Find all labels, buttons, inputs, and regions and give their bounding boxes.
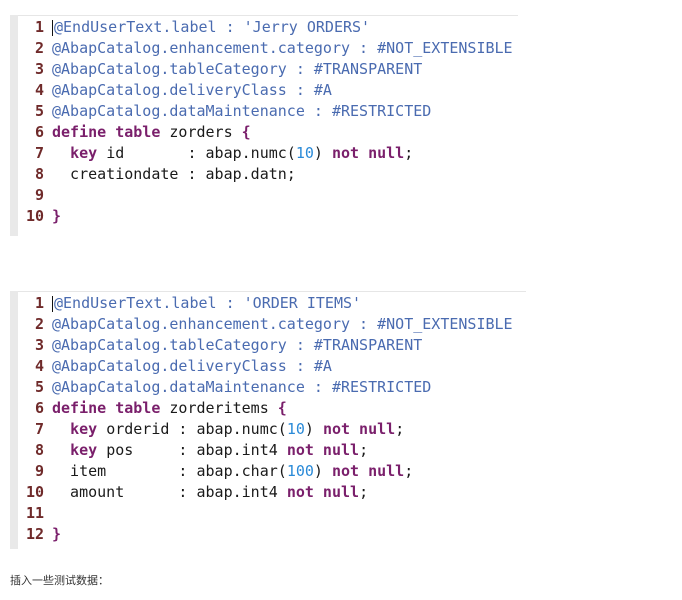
line-number: 10 — [25, 483, 44, 501]
code-line[interactable]: 6 define table zorders { — [10, 122, 251, 143]
code-line[interactable]: 8 key pos : abap.int4 not null; — [10, 440, 368, 461]
code-editor-orders[interactable]: 1 @EndUserText.label : 'Jerry ORDERS' 2 @Ab… — [10, 15, 518, 236]
line-number: 7 — [34, 144, 44, 162]
code-token: define table — [52, 123, 170, 141]
line-number: 8 — [34, 441, 44, 459]
line-number: 6 — [34, 399, 44, 417]
code-token: id : abap.numc( — [106, 144, 296, 162]
code-token: ) — [304, 420, 323, 438]
code-line[interactable]: 1 @EndUserText.label : 'Jerry ORDERS' — [10, 17, 370, 38]
code-token: key — [70, 420, 107, 438]
code-line[interactable]: 9 — [10, 185, 52, 206]
code-token: item : abap.char( — [52, 462, 287, 480]
line-number: 2 — [34, 39, 44, 57]
line-number: 10 — [25, 207, 44, 225]
code-token: not null — [331, 144, 405, 162]
code-line[interactable]: 5 @AbapCatalog.dataMaintenance : #RESTRIC… — [10, 377, 431, 398]
code-line[interactable]: 12} — [10, 524, 61, 545]
text-cursor — [52, 295, 53, 312]
code-line[interactable]: 9 item : abap.char(100) not null; — [10, 461, 413, 482]
line-number: 3 — [34, 60, 44, 78]
code-line[interactable]: 8 creationdate : abap.datn; — [10, 164, 296, 185]
code-token: ; — [404, 144, 414, 162]
code-token: @AbapCatalog.deliveryClass : #A — [52, 357, 332, 375]
code-token: } — [52, 525, 62, 543]
code-token: { — [241, 123, 251, 141]
code-token: @AbapCatalog.dataMaintenance : #RESTRICT… — [52, 102, 432, 120]
code-token: key — [70, 441, 107, 459]
code-line[interactable]: 5 @AbapCatalog.dataMaintenance : #RESTRIC… — [10, 101, 431, 122]
code-line[interactable]: 4 @AbapCatalog.deliveryClass : #A — [10, 80, 332, 101]
code-token: @AbapCatalog.deliveryClass : #A — [52, 81, 332, 99]
line-number: 6 — [34, 123, 44, 141]
line-number: 5 — [34, 102, 44, 120]
code-line[interactable]: 6 define table zorderitems { — [10, 398, 287, 419]
code-token: ) — [313, 462, 332, 480]
code-token: creationdate : abap.datn; — [52, 165, 296, 183]
code-token: zorderitems — [169, 399, 278, 417]
line-number: 11 — [25, 504, 44, 522]
line-number: 4 — [34, 357, 44, 375]
code-line[interactable]: 11 — [10, 503, 52, 524]
code-token: } — [52, 207, 62, 225]
code-token: define table — [52, 399, 170, 417]
code-token: @EndUserText.label : 'ORDER ITEMS' — [54, 294, 362, 312]
code-token: not null — [331, 462, 405, 480]
code-line[interactable]: 4 @AbapCatalog.deliveryClass : #A — [10, 356, 332, 377]
code-token: pos : abap.int4 — [106, 441, 287, 459]
text-cursor — [52, 19, 53, 36]
code-token: 10 — [286, 420, 305, 438]
code-line[interactable]: 2 @AbapCatalog.enhancement.category : #NO… — [10, 314, 513, 335]
code-token: 100 — [286, 462, 314, 480]
code-token: @AbapCatalog.enhancement.category : #NOT… — [52, 39, 513, 57]
line-number: 3 — [34, 336, 44, 354]
code-token: @AbapCatalog.dataMaintenance : #RESTRICT… — [52, 378, 432, 396]
code-line[interactable]: 3 @AbapCatalog.tableCategory : #TRANSPARE… — [10, 59, 422, 80]
code-line[interactable]: 2 @AbapCatalog.enhancement.category : #NO… — [10, 38, 513, 59]
editor-gutter — [10, 15, 18, 236]
line-number: 4 — [34, 81, 44, 99]
line-number: 9 — [34, 462, 44, 480]
code-line[interactable]: 1 @EndUserText.label : 'ORDER ITEMS' — [10, 293, 361, 314]
code-editor-orderitems[interactable]: 1 @EndUserText.label : 'ORDER ITEMS' 2 @Aba… — [10, 291, 526, 549]
code-token: not null — [286, 483, 360, 501]
code-line[interactable]: 10 amount : abap.int4 not null; — [10, 482, 368, 503]
code-token: ; — [359, 441, 369, 459]
line-number: 5 — [34, 378, 44, 396]
code-line[interactable]: 7 key orderid : abap.numc(10) not null; — [10, 419, 404, 440]
code-token: @AbapCatalog.enhancement.category : #NOT… — [52, 315, 513, 333]
line-number: 8 — [34, 165, 44, 183]
line-number: 1 — [34, 18, 44, 36]
line-number: 7 — [34, 420, 44, 438]
caption-text: 插入一些测试数据： — [10, 574, 109, 587]
code-token: orderid : abap.numc( — [106, 420, 287, 438]
code-token: ; — [359, 483, 369, 501]
code-token — [52, 441, 70, 459]
line-number: 9 — [34, 186, 44, 204]
code-token: @AbapCatalog.tableCategory : #TRANSPAREN… — [52, 60, 423, 78]
editor-top-border — [10, 15, 518, 16]
code-token: 10 — [295, 144, 314, 162]
code-token: ; — [404, 462, 414, 480]
code-token: not null — [322, 420, 396, 438]
code-line[interactable]: 10} — [10, 206, 61, 227]
line-number: 12 — [25, 525, 44, 543]
code-token: ; — [395, 420, 405, 438]
code-token: zorders — [169, 123, 242, 141]
code-token: not null — [286, 441, 360, 459]
editor-top-border — [10, 291, 526, 292]
code-token — [52, 144, 70, 162]
line-number: 2 — [34, 315, 44, 333]
editor-gutter — [10, 291, 18, 549]
code-token: ) — [313, 144, 332, 162]
code-token: @EndUserText.label : 'Jerry ORDERS' — [54, 18, 371, 36]
code-token: amount : abap.int4 — [52, 483, 287, 501]
code-token: key — [70, 144, 107, 162]
code-token — [52, 420, 70, 438]
line-number: 1 — [34, 294, 44, 312]
code-token: @AbapCatalog.tableCategory : #TRANSPAREN… — [52, 336, 423, 354]
code-line[interactable]: 3 @AbapCatalog.tableCategory : #TRANSPARE… — [10, 335, 422, 356]
code-token: { — [277, 399, 287, 417]
code-line[interactable]: 7 key id : abap.numc(10) not null; — [10, 143, 413, 164]
